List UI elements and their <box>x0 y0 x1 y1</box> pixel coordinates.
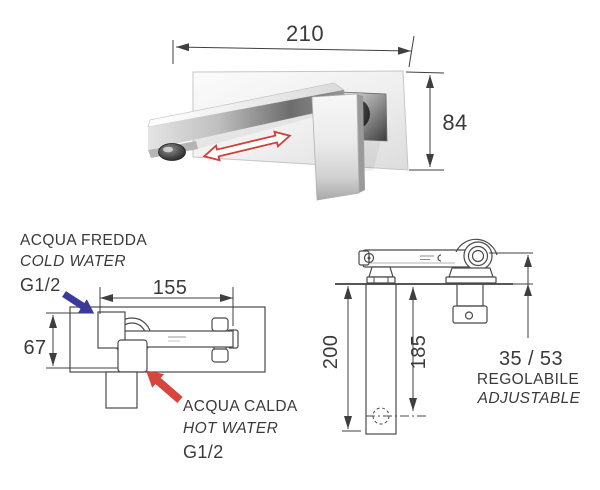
left-fitting-nut <box>363 252 375 264</box>
cold-label-en: COLD WATER <box>20 253 126 270</box>
left-fitting-dot <box>367 256 371 260</box>
arrowhead-up-1 <box>524 255 532 267</box>
brand-stamp-marks <box>420 255 434 260</box>
dim-155-label: 155 <box>153 277 188 299</box>
valve-flange-base <box>445 276 497 284</box>
plan-wall-plate <box>69 306 266 373</box>
aerator-highlight <box>163 146 173 153</box>
hot-label-en: HOT WATER <box>183 420 278 437</box>
mixer-bar <box>362 249 471 268</box>
drop-tube <box>365 283 397 435</box>
dim-200: 200 <box>320 286 361 432</box>
arrowhead-up-2 <box>524 284 532 296</box>
dim-35-53-label: 35 / 53 <box>499 348 563 370</box>
valve-body-upper <box>456 283 484 307</box>
cartridge-core <box>471 249 485 263</box>
cartridge-ring <box>467 245 489 267</box>
dim-210: 210 <box>172 21 415 68</box>
hot-inlet-block <box>117 339 148 373</box>
dim-155: 155 <box>99 277 234 326</box>
swivel-double-arrow-icon <box>202 130 292 162</box>
cold-water-label: ACQUA FREDDA COLD WATER G1/2 <box>20 232 147 295</box>
hot-water-label: ACQUA CALDA HOT WATER G1/2 <box>183 398 298 462</box>
lever-handle <box>311 93 360 201</box>
plan-view-drawing: 155 67 ACQUA FREDDA COLD WATER G1/2 ACQU… <box>20 232 298 462</box>
adjustable-note-en: ADJUSTABLE <box>477 390 581 407</box>
left-foot <box>368 266 394 278</box>
dim-185-label: 185 <box>408 335 430 370</box>
left-foot-ribs <box>373 277 389 283</box>
dim-200-label: 200 <box>320 335 342 370</box>
handle-side-face <box>357 94 365 193</box>
valve-flange <box>448 267 494 278</box>
small-hook-detail <box>437 254 442 262</box>
cold-label-thread: G1/2 <box>20 275 61 295</box>
dim-35-53: 35 / 53 REGOLABILE ADJUSTABLE <box>477 252 581 407</box>
faucet-photo-render: 210 84 <box>147 21 467 201</box>
outlet-nut-top <box>211 317 229 332</box>
dim-67: 67 <box>23 312 118 369</box>
spout-front-face <box>148 90 346 150</box>
hot-label-it: ACQUA CALDA <box>183 398 298 415</box>
adjustable-note-it: REGOLABILE <box>477 371 579 388</box>
cold-label-it: ACQUA FREDDA <box>20 232 147 249</box>
side-view-drawing: 200 185 35 / 53 REGOLABILE ADJUSTABLE <box>320 238 581 435</box>
dim-84: 84 <box>405 71 467 171</box>
dim-210-label: 210 <box>286 21 324 46</box>
cold-water-arrow-icon <box>62 291 95 314</box>
dim-67-label: 67 <box>23 337 46 359</box>
left-foot-base <box>366 276 396 284</box>
hot-label-thread: G1/2 <box>183 442 224 462</box>
cartridge-arc <box>455 238 498 256</box>
dim-185: 185 <box>408 287 430 411</box>
valve-screw-hole <box>464 311 474 320</box>
outlet-nut-bottom <box>211 348 229 363</box>
aerator-nozzle <box>158 143 186 161</box>
dim-84-label: 84 <box>442 110 467 135</box>
valve-body-lower <box>452 305 488 324</box>
in-wall-body <box>358 238 498 324</box>
spout-stub-block <box>105 371 138 409</box>
hot-water-arrow-icon <box>146 370 183 404</box>
